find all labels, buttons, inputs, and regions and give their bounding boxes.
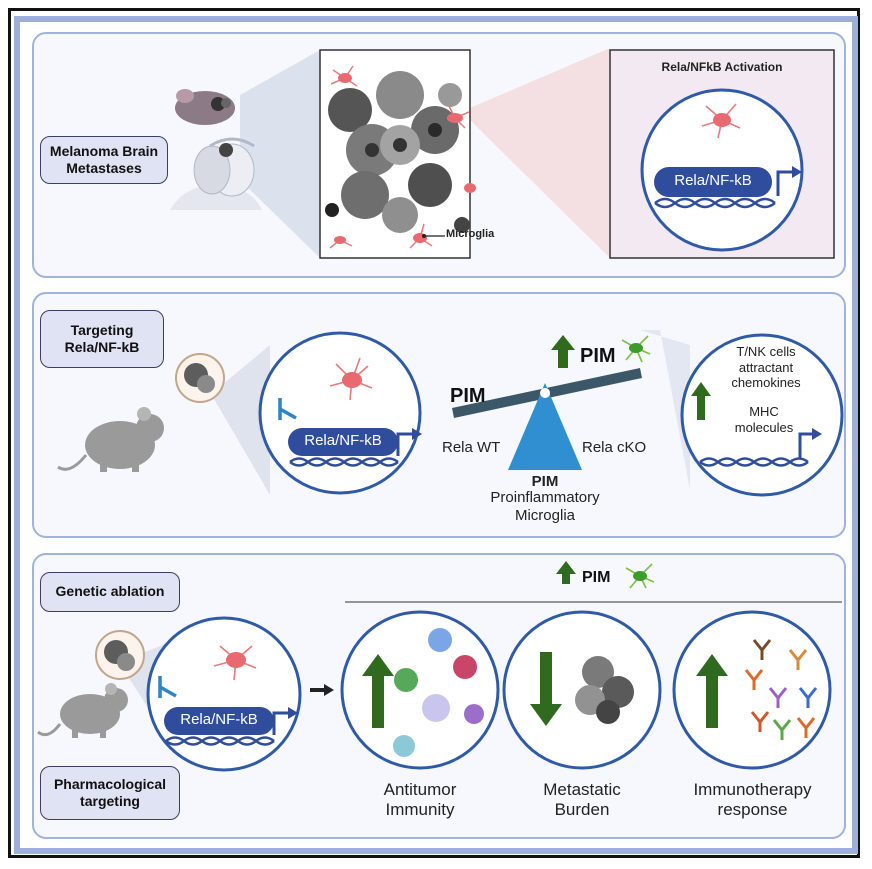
zoom-cone-grey	[240, 50, 320, 258]
outcome-immunotherapy-label: Immunotherapy response	[693, 780, 812, 820]
mouse-head-icon	[175, 89, 235, 125]
gene-label-outcomes: Rela/NF-kB	[180, 711, 258, 728]
pim-definition-text: Proinflammatory Microglia	[490, 489, 600, 524]
mouse-icon-targeting	[57, 407, 164, 472]
green-microglia-icon	[621, 335, 651, 363]
antitumor-up-arrow	[362, 654, 394, 728]
green-microglia-header	[625, 563, 655, 589]
gene-box-outcomes	[164, 707, 274, 735]
activation-title: Rela/NFkB Activation	[661, 60, 783, 74]
mouse-icon-outcomes	[37, 683, 128, 738]
human-head-icon	[170, 137, 262, 210]
label-genetic-ablation: Genetic ablation	[40, 572, 180, 612]
antitumor-circle	[340, 610, 500, 770]
zoom-cone-pink	[470, 48, 610, 258]
mhc-molecules-label: MHC molecules	[734, 404, 794, 435]
label-melanoma-brain-metastases: Melanoma Brain Metastases	[40, 136, 168, 184]
pim-up-arrow-header	[556, 561, 576, 584]
chemokine-up-arrow	[691, 382, 711, 420]
pim-definition-title: PIM	[531, 473, 559, 490]
inhibition-icon-outcomes	[158, 676, 177, 698]
microglia-label: Microglia	[446, 228, 495, 240]
outcome-antitumor-label: Antitumor Immunity	[383, 780, 457, 820]
rela-wt-label: Rela WT	[442, 439, 501, 456]
immunotherapy-circle	[672, 610, 832, 770]
chemokine-circle	[680, 333, 844, 497]
pim-up-arrow	[551, 335, 575, 368]
inhibition-icon	[278, 398, 297, 420]
flow-arrow	[310, 684, 334, 696]
gene-box-targeting	[288, 428, 398, 456]
label-targeting-rela: Targeting Rela/NF-kB	[40, 310, 164, 368]
gene-box-activation	[654, 167, 772, 197]
pim-header-label: PIM	[582, 569, 611, 586]
immunotherapy-up-arrow	[696, 654, 728, 728]
antibodies-icon	[744, 639, 818, 740]
metastatic-down-arrow	[530, 652, 562, 726]
tnk-chemokines-label: T/NK cells attractant chemokines	[731, 344, 801, 391]
gene-label-activation: Rela/NF-kB	[674, 172, 752, 189]
pim-triangle	[508, 383, 582, 470]
pim-left-label: PIM	[450, 385, 486, 407]
gene-label-targeting: Rela/NF-kB	[304, 432, 382, 449]
label-pharmacological-targeting: Pharmacological targeting	[40, 766, 180, 820]
rela-cko-label: Rela cKO	[582, 439, 647, 456]
outcome-metastatic-label: Metastatic Burden	[543, 780, 621, 820]
pim-right-label: PIM	[580, 345, 616, 367]
